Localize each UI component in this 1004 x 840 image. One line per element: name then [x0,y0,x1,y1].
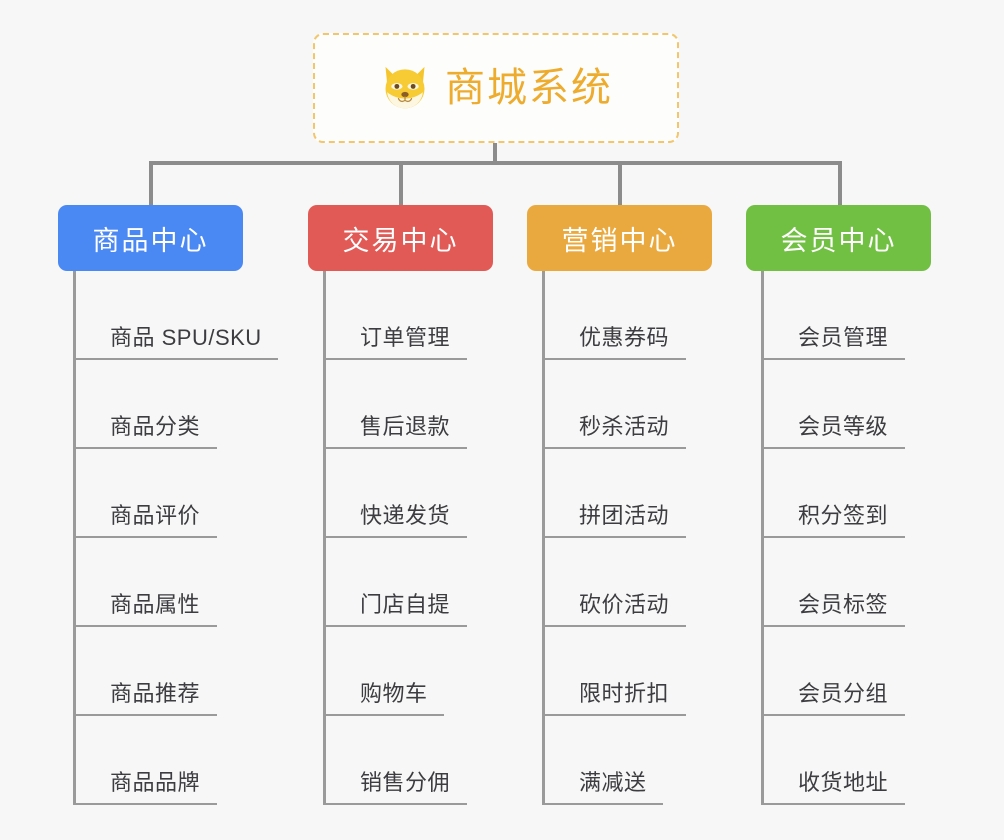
leaf-item[interactable]: 商品品牌 [76,716,217,805]
shiba-dog-icon [385,66,425,110]
leaf-label: 商品推荐 [110,681,201,706]
leaf-item[interactable]: 门店自提 [326,538,467,627]
leaf-label: 会员标签 [798,592,889,617]
leaf-item[interactable]: 拼团活动 [545,449,686,538]
leaf-item[interactable]: 快递发货 [326,449,467,538]
category-box-marketing-center[interactable]: 营销中心 [527,205,712,271]
leaf-label: 限时折扣 [579,681,670,706]
leaf-label: 售后退款 [360,414,451,439]
leaf-item[interactable]: 会员分组 [764,627,905,716]
leaf-label: 收货地址 [798,770,889,795]
leaf-label: 拼团活动 [579,503,670,528]
category-box-member-center[interactable]: 会员中心 [746,205,931,271]
connector-drop-1 [149,161,153,207]
leaf-item[interactable]: 秒杀活动 [545,360,686,449]
column-spine [542,271,545,805]
leaf-item[interactable]: 会员等级 [764,360,905,449]
leaf-label: 商品属性 [110,592,201,617]
category-box-product-center[interactable]: 商品中心 [58,205,243,271]
column-product-center: 商品中心 商品 SPU/SKU 商品分类 商品评价 商品属性 商品推荐 商品品牌 [58,205,278,805]
leaf-label: 订单管理 [360,325,451,350]
leaf-list-trade-center: 订单管理 售后退款 快递发货 门店自提 购物车 销售分佣 [308,271,493,805]
leaf-item[interactable]: 会员管理 [764,271,905,360]
leaf-item[interactable]: 商品属性 [76,538,217,627]
leaf-label: 积分签到 [798,503,889,528]
leaf-item[interactable]: 销售分佣 [326,716,467,805]
column-spine [73,271,76,805]
connector-drop-2 [399,161,403,207]
root-node[interactable]: 商城系统 [313,33,679,143]
leaf-label: 销售分佣 [360,770,451,795]
category-label: 交易中心 [342,225,459,256]
connector-stem [493,143,497,165]
category-label: 商品中心 [92,225,209,256]
leaf-item[interactable]: 限时折扣 [545,627,686,716]
root-title: 商城系统 [445,66,613,110]
leaf-label: 门店自提 [360,592,451,617]
leaf-label: 快递发货 [360,503,451,528]
leaf-label: 商品评价 [110,503,201,528]
leaf-label: 商品分类 [110,414,201,439]
category-label: 会员中心 [780,225,897,256]
leaf-list-member-center: 会员管理 会员等级 积分签到 会员标签 会员分组 收货地址 [746,271,931,805]
leaf-label: 会员管理 [798,325,889,350]
leaf-label: 商品 SPU/SKU [110,325,262,350]
leaf-item[interactable]: 售后退款 [326,360,467,449]
leaf-label: 会员分组 [798,681,889,706]
connector-drop-4 [838,161,842,207]
category-label: 营销中心 [561,225,678,256]
leaf-item[interactable]: 满减送 [545,716,663,805]
leaf-list-marketing-center: 优惠券码 秒杀活动 拼团活动 砍价活动 限时折扣 满减送 [527,271,712,805]
leaf-item[interactable]: 商品评价 [76,449,217,538]
column-marketing-center: 营销中心 优惠券码 秒杀活动 拼团活动 砍价活动 限时折扣 满减送 [527,205,712,805]
leaf-item[interactable]: 购物车 [326,627,444,716]
leaf-item[interactable]: 商品推荐 [76,627,217,716]
leaf-item[interactable]: 优惠券码 [545,271,686,360]
column-spine [323,271,326,805]
column-member-center: 会员中心 会员管理 会员等级 积分签到 会员标签 会员分组 收货地址 [746,205,931,805]
leaf-label: 购物车 [360,681,428,706]
connector-bus [149,161,842,165]
leaf-item[interactable]: 积分签到 [764,449,905,538]
leaf-label: 商品品牌 [110,770,201,795]
column-spine [761,271,764,805]
column-trade-center: 交易中心 订单管理 售后退款 快递发货 门店自提 购物车 销售分佣 [308,205,493,805]
leaf-label: 秒杀活动 [579,414,670,439]
leaf-label: 满减送 [579,770,647,795]
leaf-item[interactable]: 商品 SPU/SKU [76,271,278,360]
leaf-item[interactable]: 收货地址 [764,716,905,805]
leaf-label: 砍价活动 [579,592,670,617]
leaf-label: 会员等级 [798,414,889,439]
leaf-item[interactable]: 商品分类 [76,360,217,449]
leaf-item[interactable]: 会员标签 [764,538,905,627]
leaf-label: 优惠券码 [579,325,670,350]
category-box-trade-center[interactable]: 交易中心 [308,205,493,271]
leaf-list-product-center: 商品 SPU/SKU 商品分类 商品评价 商品属性 商品推荐 商品品牌 [58,271,278,805]
leaf-item[interactable]: 订单管理 [326,271,467,360]
leaf-item[interactable]: 砍价活动 [545,538,686,627]
connector-drop-3 [618,161,622,207]
